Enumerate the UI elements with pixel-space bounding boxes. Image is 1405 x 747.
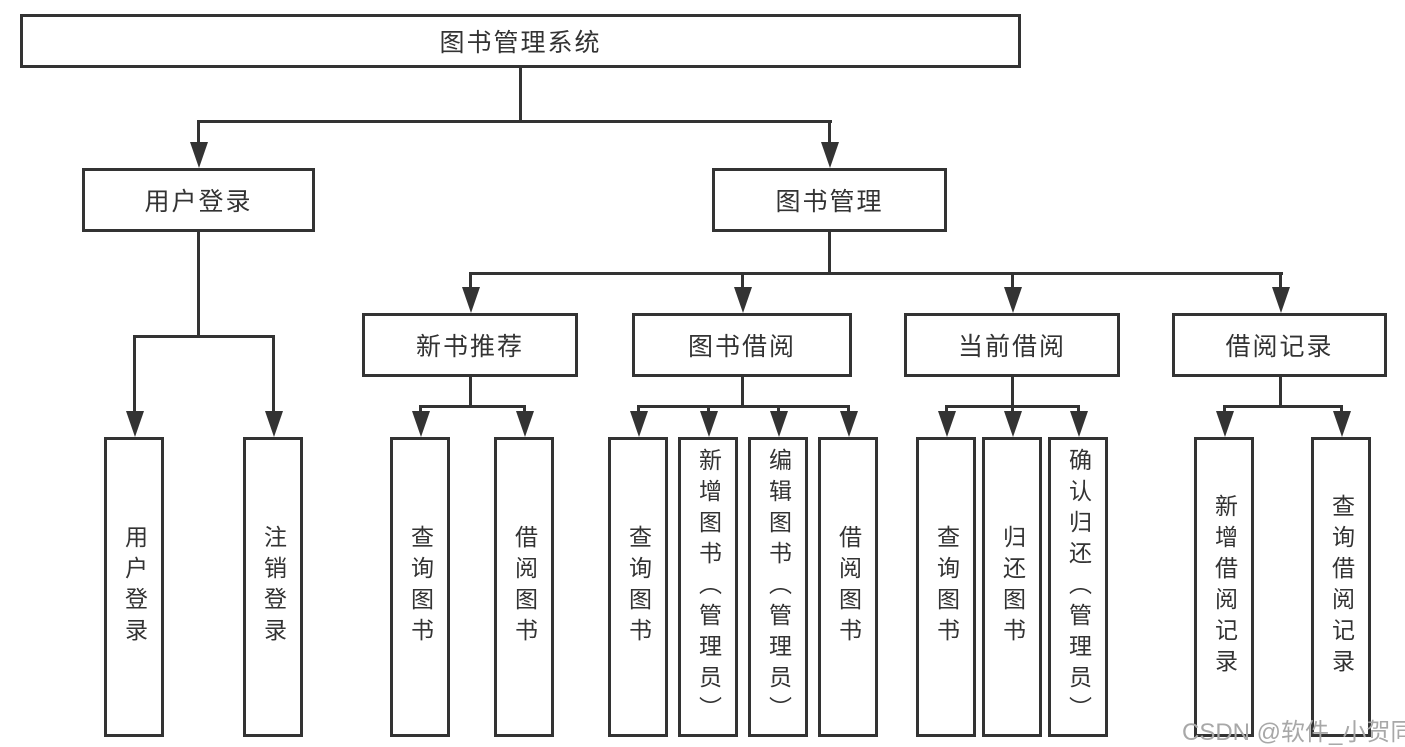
connector-drop-borrow-records bbox=[1279, 272, 1282, 288]
arrowhead-leaf bbox=[840, 411, 858, 437]
leaf-label: 查询图书 bbox=[625, 525, 652, 649]
arrowhead-user-login bbox=[190, 142, 208, 168]
leaf-query-books-borrow: 查询图书 bbox=[608, 437, 668, 737]
connector-drop-current-borrow bbox=[1011, 272, 1014, 288]
node-root-label: 图书管理系统 bbox=[439, 29, 602, 57]
connector-drop-leaf bbox=[419, 405, 422, 413]
connector-book-borrow-stem bbox=[741, 377, 744, 408]
connector-drop-leaf bbox=[523, 405, 526, 413]
leaf-borrow-books-rec: 借阅图书 bbox=[494, 437, 554, 737]
connector-drop-leaf bbox=[1340, 405, 1343, 413]
connector-drop-book-borrow bbox=[741, 272, 744, 288]
connector-current-borrow-stem bbox=[1011, 377, 1014, 408]
connector-drop-leaf bbox=[945, 405, 948, 413]
leaf-query-books-rec: 查询图书 bbox=[390, 437, 450, 737]
leaf-confirm-return-admin: 确认归还（管理员） bbox=[1048, 437, 1108, 737]
connector-drop-leaf bbox=[1223, 405, 1226, 413]
connector-new-book-rec-stem bbox=[469, 377, 472, 408]
leaf-label: 新增借阅记录 bbox=[1211, 494, 1238, 680]
arrowhead-leaf bbox=[700, 411, 718, 437]
leaf-label: 注销登录 bbox=[260, 525, 287, 649]
arrowhead-leaf bbox=[126, 411, 144, 437]
arrowhead-book-mgmt bbox=[821, 142, 839, 168]
leaf-label: 借阅图书 bbox=[511, 525, 538, 649]
connector-drop-leaf bbox=[847, 405, 850, 413]
node-book-borrow: 图书借阅 bbox=[632, 313, 852, 377]
connector-drop-new-book-rec bbox=[469, 272, 472, 288]
node-borrow-records-label: 借阅记录 bbox=[1225, 333, 1334, 361]
connector-root-split bbox=[197, 120, 832, 123]
arrowhead-current-borrow bbox=[1004, 287, 1022, 313]
arrowhead-leaf bbox=[516, 411, 534, 437]
leaf-label: 查询图书 bbox=[407, 525, 434, 649]
node-book-borrow-label: 图书借阅 bbox=[687, 333, 796, 361]
connector-drop-leaf bbox=[272, 335, 275, 413]
arrowhead-leaf bbox=[1216, 411, 1234, 437]
connector-borrow-records-split bbox=[1223, 405, 1342, 408]
connector-book-mgmt-split bbox=[469, 272, 1283, 275]
connector-user-login-split bbox=[133, 335, 275, 338]
connector-drop-leaf bbox=[1011, 405, 1014, 413]
connector-drop-leaf bbox=[1077, 405, 1080, 413]
leaf-label: 归还图书 bbox=[999, 525, 1026, 649]
node-current-borrow-label: 当前借阅 bbox=[957, 333, 1066, 361]
connector-drop-leaf bbox=[637, 405, 640, 413]
leaf-query-books-current: 查询图书 bbox=[916, 437, 976, 737]
node-user-login-label: 用户登录 bbox=[144, 188, 253, 216]
node-borrow-records: 借阅记录 bbox=[1172, 313, 1387, 377]
connector-drop-leaf bbox=[133, 335, 136, 413]
node-current-borrow: 当前借阅 bbox=[904, 313, 1120, 377]
arrowhead-leaf bbox=[770, 411, 788, 437]
leaf-label: 借阅图书 bbox=[835, 525, 862, 649]
node-new-book-rec: 新书推荐 bbox=[362, 313, 578, 377]
node-book-mgmt-label: 图书管理 bbox=[775, 188, 884, 216]
node-new-book-rec-label: 新书推荐 bbox=[415, 333, 524, 361]
connector-book-borrow-split bbox=[637, 405, 850, 408]
node-user-login: 用户登录 bbox=[82, 168, 315, 232]
arrowhead-leaf bbox=[1070, 411, 1088, 437]
connector-root-stem bbox=[519, 68, 522, 123]
arrowhead-leaf bbox=[412, 411, 430, 437]
node-root: 图书管理系统 bbox=[20, 14, 1021, 68]
arrowhead-leaf bbox=[938, 411, 956, 437]
arrowhead-new-book-rec bbox=[462, 287, 480, 313]
leaf-return-books: 归还图书 bbox=[982, 437, 1042, 737]
leaf-user-login: 用户登录 bbox=[104, 437, 164, 737]
connector-user-login-stem bbox=[197, 232, 200, 338]
node-book-mgmt: 图书管理 bbox=[712, 168, 947, 232]
leaf-add-borrow-record: 新增借阅记录 bbox=[1194, 437, 1254, 737]
connector-drop-leaf bbox=[707, 405, 710, 413]
leaf-label: 用户登录 bbox=[121, 525, 148, 649]
connector-book-mgmt-stem bbox=[828, 232, 831, 275]
leaf-label: 查询图书 bbox=[933, 525, 960, 649]
arrowhead-leaf bbox=[1004, 411, 1022, 437]
leaf-logout: 注销登录 bbox=[243, 437, 303, 737]
leaf-label: 新增图书（管理员） bbox=[695, 447, 722, 727]
csdn-watermark: CSDN @软件_小贺同学 bbox=[1182, 719, 1405, 746]
leaf-query-borrow-record: 查询借阅记录 bbox=[1311, 437, 1371, 737]
arrowhead-borrow-records bbox=[1272, 287, 1290, 313]
connector-drop-leaf bbox=[777, 405, 780, 413]
connector-borrow-records-stem bbox=[1279, 377, 1282, 408]
arrowhead-leaf bbox=[1333, 411, 1351, 437]
connector-drop-user-login bbox=[197, 120, 200, 144]
leaf-label: 编辑图书（管理员） bbox=[765, 447, 792, 727]
leaf-label: 查询借阅记录 bbox=[1328, 494, 1355, 680]
leaf-edit-books-admin: 编辑图书（管理员） bbox=[748, 437, 808, 737]
connector-new-book-rec-split bbox=[419, 405, 526, 408]
arrowhead-book-borrow bbox=[734, 287, 752, 313]
leaf-label: 确认归还（管理员） bbox=[1065, 447, 1092, 727]
arrowhead-leaf bbox=[265, 411, 283, 437]
leaf-borrow-books: 借阅图书 bbox=[818, 437, 878, 737]
leaf-add-books-admin: 新增图书（管理员） bbox=[678, 437, 738, 737]
connector-drop-book-mgmt bbox=[828, 120, 831, 144]
arrowhead-leaf bbox=[630, 411, 648, 437]
